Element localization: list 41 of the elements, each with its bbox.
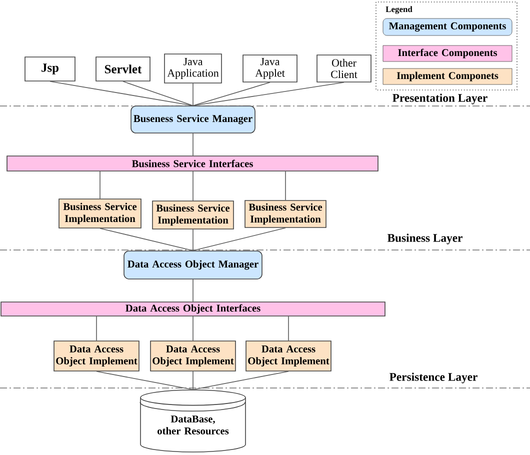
layer-label: Persistence Layer bbox=[390, 372, 478, 384]
client-box: Servlet bbox=[96, 56, 150, 82]
connector-line bbox=[285, 170, 286, 200]
client-box: Other Client bbox=[316, 54, 372, 82]
connector-line bbox=[192, 170, 194, 201]
connector-line bbox=[192, 279, 194, 302]
connector-line bbox=[192, 83, 194, 106]
connector-line bbox=[192, 227, 286, 251]
manager-box: Buseness Service Manager bbox=[130, 106, 256, 134]
implementation-box: Business Service Implementation bbox=[244, 200, 326, 228]
implementation-box: Business Service Implementation bbox=[58, 198, 142, 228]
connector-line bbox=[288, 316, 289, 341]
database-cylinder: DataBase, other Resources bbox=[140, 390, 246, 452]
implementation-box: Data Access Object Implement bbox=[54, 340, 140, 372]
connector-line bbox=[96, 316, 97, 341]
connector-line bbox=[122, 81, 194, 106]
implementation-box: Data Access Object Implement bbox=[246, 340, 332, 372]
client-box: Java Application bbox=[164, 54, 222, 84]
manager-box: Data Access Object Manager bbox=[124, 250, 262, 280]
client-box: Java Applet bbox=[242, 54, 298, 82]
interface-bar: Business Service Interfaces bbox=[6, 156, 378, 172]
connector-line bbox=[96, 371, 194, 390]
legend-key: Implement Componets bbox=[382, 68, 512, 85]
client-box: Jsp bbox=[24, 56, 76, 82]
legend-key: Interface Components bbox=[382, 45, 512, 62]
layer-label: Presentation Layer bbox=[392, 94, 488, 104]
layer-label: Business Layer bbox=[387, 234, 462, 244]
connector-line bbox=[192, 82, 270, 106]
connector-line bbox=[192, 133, 194, 156]
connector-line bbox=[100, 228, 194, 251]
legend-key: Management Components bbox=[382, 18, 512, 36]
connector-line bbox=[192, 228, 194, 251]
implementation-box: Data Access Object Implement bbox=[150, 340, 236, 372]
connector-line bbox=[192, 371, 289, 390]
interface-bar: Data Access Object Interfaces bbox=[0, 302, 386, 316]
legend-title: Legend bbox=[386, 6, 412, 14]
connector-line bbox=[192, 316, 194, 341]
connector-line bbox=[50, 81, 194, 106]
implementation-box: Business Service Implementation bbox=[152, 200, 234, 230]
connector-line bbox=[192, 82, 344, 106]
connector-line bbox=[192, 371, 194, 390]
